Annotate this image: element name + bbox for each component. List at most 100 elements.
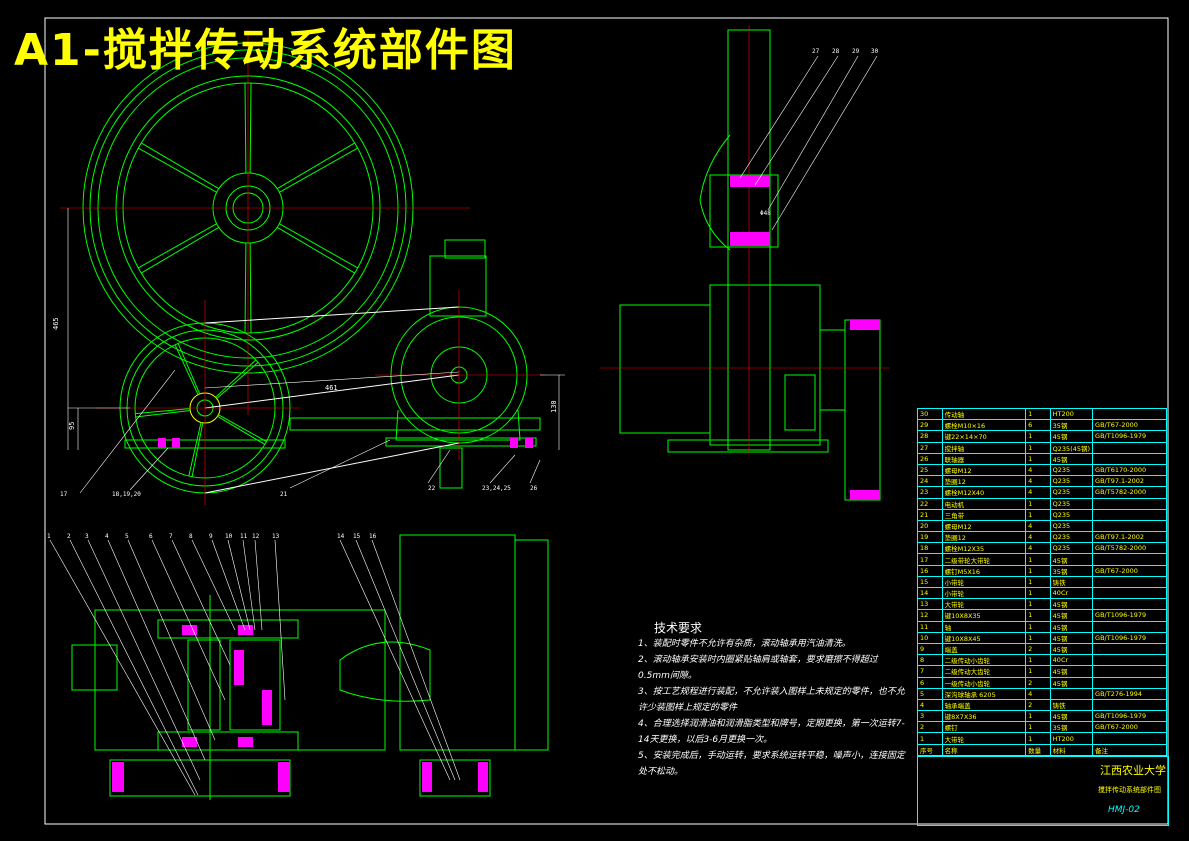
bom-cell: 备注 [1092, 743, 1167, 756]
callout-21: 21 [280, 491, 288, 498]
bom-cell: 搅拌轴 [941, 441, 1027, 454]
tech-item: 5、安装完成后，手动运转，要求系统运转平稳，噪声小，连接固定处不松动。 [638, 751, 905, 777]
bom-cell: 1 [1025, 710, 1051, 723]
dim-130: 130 [550, 400, 558, 413]
tech-item: 2、滚动轴承安装时内圈紧贴轴肩或轴套，要求磨擦不得超过0.5mm间隙。 [638, 655, 878, 681]
bom-cell [1092, 586, 1167, 600]
motor-top-view [339, 534, 549, 797]
dim-phi48: Φ48 [760, 210, 771, 217]
callout-bottom: 6 [149, 533, 153, 540]
bom-cell: 二级带轮大带轮 [941, 553, 1027, 566]
bom-row: 序号名称数量材料备注 [917, 743, 1167, 756]
bom-cell: 5 [917, 687, 943, 700]
bom-cell: 10 [917, 631, 943, 644]
bom-cell: 1 [1025, 441, 1051, 454]
callout-bottom-right: 14 [337, 533, 345, 540]
bom-cell [1092, 441, 1167, 454]
side-view [619, 29, 881, 501]
bom-cell: Q235 [1049, 542, 1094, 555]
bom-cell: 键10X8X45 [941, 631, 1027, 644]
bom-cell: GB/T5782-2000 [1092, 486, 1167, 499]
bom-cell [1049, 687, 1094, 700]
bom-cell: 端盖 [941, 642, 1027, 656]
bom-cell [1092, 497, 1167, 510]
bom-cell: 材料 [1049, 743, 1094, 756]
bom-cell: 22 [917, 497, 943, 510]
title-block: 江西农业大学 搅拌传动系统部件图 HMJ-02 [917, 756, 1169, 826]
bom-cell [1092, 654, 1167, 667]
bom-cell: 二级传动大齿轮 [941, 665, 1027, 678]
dim-461: 461 [325, 384, 338, 392]
bom-cell: 1 [1025, 598, 1051, 611]
bom-cell: Q235 [1049, 486, 1094, 499]
wheel-spoke [188, 422, 202, 477]
bom-cell: 35钢 [1049, 721, 1094, 734]
bom-cell: 2 [1025, 698, 1051, 712]
bom-cell: 铸铁 [1049, 575, 1094, 589]
tech-item: 1、装配时零件不允许有杂质，滚动轴承用汽油清洗。 [638, 639, 851, 649]
bom-cell [1092, 665, 1167, 678]
wheel-spoke [276, 226, 355, 274]
bom-cell: 三角带 [941, 508, 1027, 521]
bom-cell: Q235 [1049, 508, 1094, 521]
callout-bottom: 5 [125, 533, 129, 540]
bom-cell: 45钢 [1049, 665, 1094, 678]
dim-465: 465 [52, 317, 60, 330]
wheel-spoke [138, 223, 217, 269]
callout-bottom-right: 15 [353, 533, 361, 540]
bom-cell: 25 [917, 463, 943, 477]
bom-cell: 轴承端盖 [941, 698, 1027, 712]
callout-bottom: 13 [272, 533, 280, 540]
bom-cell: GB/T1096-1979 [1092, 430, 1167, 443]
bom-cell: 16 [917, 564, 943, 577]
bom-cell [1092, 452, 1167, 465]
bom-cell: 大带轮 [941, 732, 1027, 745]
bom-cell: 23 [917, 486, 943, 499]
bom-cell: 4 [1025, 542, 1051, 555]
callout-18-20: 18,19,20 [112, 491, 141, 498]
bom-cell: 小带轮 [941, 586, 1027, 600]
bom-cell: Q235 [1049, 463, 1094, 477]
bom-cell: 45钢 [1049, 553, 1094, 566]
school-name: 江西农业大学 [1100, 764, 1166, 777]
bom-cell: GB/T1096-1979 [1092, 609, 1167, 622]
bom-cell: 28 [917, 430, 943, 443]
bom-cell: 序号 [917, 743, 943, 756]
bom-cell: 1 [917, 732, 943, 745]
wheel-spoke [216, 362, 259, 400]
wheel-spoke [191, 422, 204, 477]
bom-cell: 45钢 [1049, 598, 1094, 611]
bom-cell: Q235(45钢) [1049, 441, 1094, 454]
wheel-spoke [218, 414, 267, 442]
callout-17: 17 [60, 491, 68, 498]
bom-cell: 12 [917, 609, 943, 622]
bom-cell: 21 [917, 508, 943, 521]
bom-cell: Q235 [1049, 531, 1094, 544]
bom-cell: 15 [917, 575, 943, 589]
bom-cell: 35钢 [1049, 564, 1094, 577]
bom-cell: 1 [1025, 553, 1051, 566]
tech-requirements: 技术要求 1、装配时零件不允许有杂质，滚动轴承用汽油清洗。 2、滚动轴承安装时内… [638, 620, 908, 780]
callout-bottom: 3 [85, 533, 89, 540]
bom-cell: 铸铁 [1049, 698, 1094, 712]
bom-cell: 轴 [941, 620, 1027, 633]
bom-cell: 3 [917, 710, 943, 723]
drawing-border [44, 17, 1169, 825]
bom-cell: 螺栓M10×16 [941, 419, 1027, 432]
bom-cell: GB/T1096-1979 [1092, 710, 1167, 723]
wheel-spoke [174, 344, 199, 395]
